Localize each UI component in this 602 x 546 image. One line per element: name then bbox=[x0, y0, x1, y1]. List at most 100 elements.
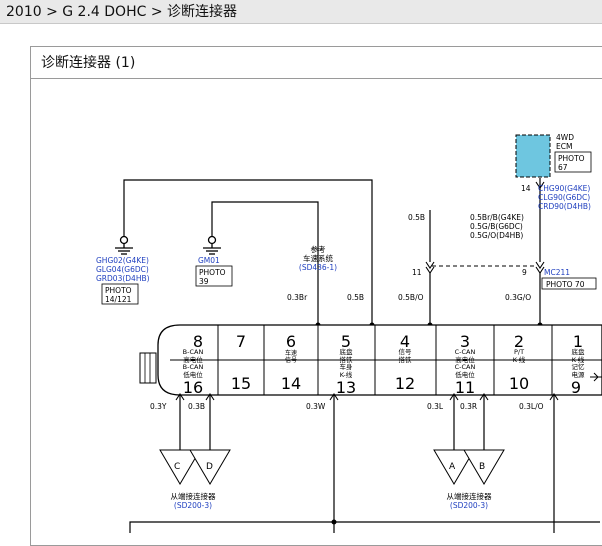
splice-arrow-9-icon bbox=[535, 261, 545, 269]
pin-label: 高电位 bbox=[455, 355, 475, 364]
pin-bottom-14[interactable]: 14 bbox=[281, 374, 301, 393]
arrow-up-icon bbox=[479, 393, 489, 401]
wire-label-03r: 0.3R bbox=[460, 402, 477, 411]
ground-left-photo-box[interactable] bbox=[101, 283, 139, 305]
pin-label: 搭铁 bbox=[399, 355, 413, 364]
ground-mid-photo-2: 39 bbox=[199, 277, 209, 286]
ref-link[interactable]: (SD436-1) bbox=[299, 263, 337, 272]
wire-label-03b: 0.3B bbox=[188, 402, 205, 411]
from-right-link[interactable]: (SD200-3) bbox=[450, 501, 488, 510]
pin-arrows bbox=[175, 393, 559, 401]
pin-number: 13 bbox=[336, 378, 356, 397]
wire-label-03y: 0.3Y bbox=[150, 402, 167, 411]
wire-ground-mid bbox=[211, 201, 319, 325]
splice-pin-9: 9 bbox=[522, 268, 527, 277]
pin-label: 车速 bbox=[285, 349, 297, 357]
pin-top-1[interactable]: 1 底盘 K-线 bbox=[572, 332, 586, 364]
ground-mid-photo-box[interactable] bbox=[195, 265, 233, 287]
from-connector-right[interactable] bbox=[433, 449, 505, 485]
pin-number: 2 bbox=[514, 332, 524, 351]
ecm-code-link-3[interactable]: CRD90(D4HB) bbox=[538, 202, 591, 211]
arrow-right-icon bbox=[593, 372, 599, 382]
arrow-up-icon bbox=[549, 393, 559, 401]
pin-label: K-线 bbox=[513, 355, 526, 364]
triangle-d-icon bbox=[189, 449, 231, 485]
splice-code-link[interactable]: MC211 bbox=[544, 268, 570, 277]
ground-left-link-2[interactable]: GLG04(G6DC) bbox=[96, 265, 149, 274]
pin-top-4[interactable]: 4 信号 搭铁 bbox=[399, 332, 413, 364]
pin-bottom-13[interactable]: 车身 K-线 13 bbox=[336, 362, 356, 397]
panel-title: 诊断连接器 (1) bbox=[31, 47, 602, 79]
ecm-photo-1: PHOTO bbox=[558, 154, 585, 163]
pin-number: 10 bbox=[509, 374, 529, 393]
pin-label: B-CAN bbox=[183, 348, 204, 356]
pin-label: 高电位 bbox=[183, 355, 203, 364]
wire-label-03br: 0.3Br bbox=[287, 293, 308, 302]
wire-label-05bo: 0.5B/O bbox=[398, 293, 424, 302]
splice-photo-box[interactable] bbox=[541, 277, 597, 290]
pin-label: 低电位 bbox=[455, 370, 475, 379]
pin-number: 15 bbox=[231, 374, 251, 393]
wiring-diagram: 4WD ECM PHOTO 6 7 14 CHG90(G4KE) CLG90(G6… bbox=[96, 133, 602, 533]
from-right-b: B bbox=[479, 462, 485, 472]
ground-left-link-3[interactable]: GRD03(D4HB) bbox=[96, 274, 150, 283]
ecm-pin: 14 bbox=[521, 184, 531, 193]
splice-arrows bbox=[425, 181, 545, 274]
pin-top-3[interactable]: 3 C-CAN 高电位 bbox=[455, 332, 476, 364]
pin-bottom-11[interactable]: C-CAN 低电位 11 bbox=[455, 363, 476, 397]
pin-bottom-12[interactable]: 12 bbox=[395, 374, 415, 393]
wire-label-multi-1: 0.5Br/B(G4KE) bbox=[470, 213, 524, 222]
ground-left-link-1[interactable]: GHG02(G4KE) bbox=[96, 256, 149, 265]
ground-mid-link[interactable]: GM01 bbox=[198, 256, 220, 265]
triangle-a-icon bbox=[433, 449, 475, 485]
ecm-code-link-1[interactable]: CHG90(G4KE) bbox=[538, 184, 590, 193]
pin-number: 16 bbox=[183, 378, 203, 397]
pin-number: 5 bbox=[341, 332, 351, 351]
wire-ground-left bbox=[123, 179, 373, 325]
ref-line-1: 参考 bbox=[311, 244, 326, 254]
pin-label: 底盘 bbox=[572, 347, 586, 356]
pin-top-8[interactable]: 8 B-CAN 高电位 bbox=[183, 332, 204, 364]
ecm-label-1: 4WD bbox=[556, 133, 574, 142]
pin-top-5[interactable]: 5 底盘 搭铁 bbox=[340, 332, 354, 364]
pin-number: 7 bbox=[236, 332, 246, 351]
ground-left-photo-1: PHOTO bbox=[105, 286, 132, 295]
pin-label: 信号 bbox=[285, 356, 297, 364]
ecm-photo-box[interactable] bbox=[554, 151, 592, 173]
ecm-label-2: ECM bbox=[556, 142, 572, 151]
pin-number: 9 bbox=[571, 378, 581, 397]
ecm-code-link-2[interactable]: CLG90(G6DC) bbox=[538, 193, 590, 202]
ecm-arrow-icon bbox=[535, 181, 545, 189]
pin-label: K-线 bbox=[572, 355, 585, 364]
triangle-c-icon bbox=[159, 449, 201, 485]
pin-number: 3 bbox=[460, 332, 470, 351]
from-right-a: A bbox=[449, 462, 456, 472]
pin-number: 6 bbox=[286, 332, 296, 351]
from-left-b: D bbox=[206, 462, 213, 472]
pin-top-6[interactable]: 6 车速 信号 bbox=[285, 332, 297, 364]
from-left-link[interactable]: (SD200-3) bbox=[174, 501, 212, 510]
arrow-up-icon bbox=[175, 393, 185, 401]
pin-number: 14 bbox=[281, 374, 301, 393]
arrow-up-icon bbox=[449, 393, 459, 401]
ecm-box[interactable] bbox=[515, 134, 551, 178]
pin-top-7[interactable]: 7 bbox=[236, 332, 246, 351]
pin-label: 搭铁 bbox=[340, 355, 354, 364]
pin-label: C-CAN bbox=[455, 363, 476, 371]
pin-bottom-9[interactable]: 记忆 电源 9 bbox=[571, 362, 585, 397]
pin-bottom-10[interactable]: 10 bbox=[509, 374, 529, 393]
ground-mid-photo-1: PHOTO bbox=[199, 268, 226, 277]
pin-top-2[interactable]: 2 P/T K-线 bbox=[513, 332, 526, 364]
from-right-label: 从端接连接器 bbox=[447, 491, 492, 501]
pin-bottom-15[interactable]: 15 bbox=[231, 374, 251, 393]
ref-line-2: 车速系统 bbox=[303, 253, 333, 263]
wire-label-03w: 0.3W bbox=[306, 402, 326, 411]
connector-dividers bbox=[217, 325, 553, 395]
pin-label: P/T bbox=[514, 348, 524, 356]
pin-bottom-16[interactable]: B-CAN 低电位 16 bbox=[183, 363, 204, 397]
connector-tab bbox=[139, 352, 157, 384]
from-connector-left[interactable] bbox=[159, 449, 231, 485]
diagnostic-connector[interactable]: 8 B-CAN 高电位 7 6 车速 信号 5 底盘 搭铁 4 信号 搭铁 3 … bbox=[139, 324, 602, 397]
pin-label: B-CAN bbox=[183, 363, 204, 371]
arrow-up-icon bbox=[205, 393, 215, 401]
